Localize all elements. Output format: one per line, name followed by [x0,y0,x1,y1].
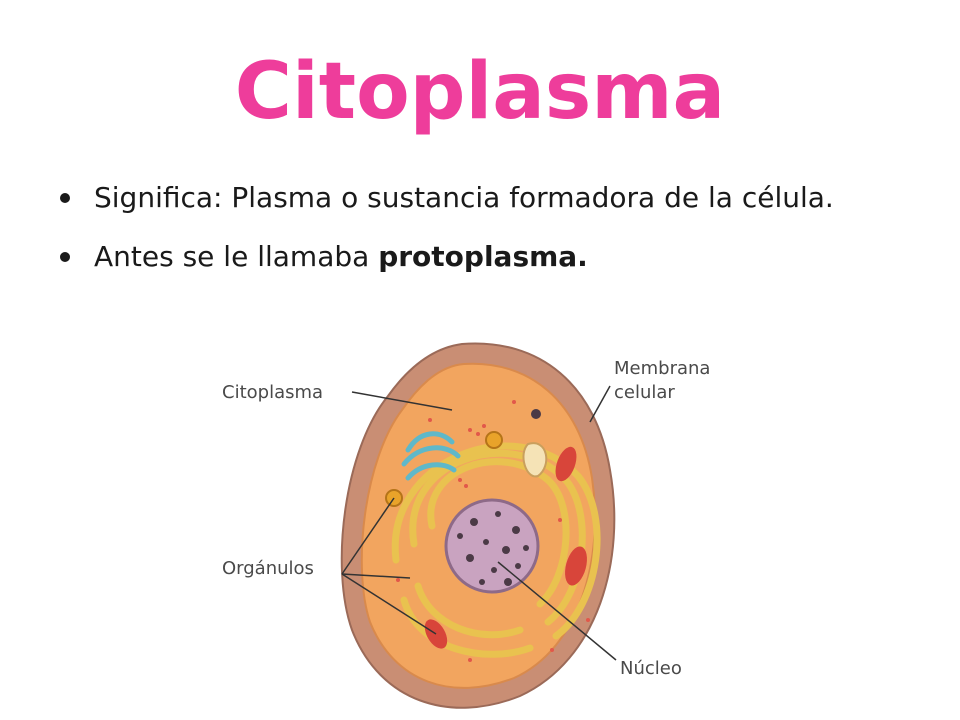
bullet-item-meaning: Significa: Plasma o sustancia formadora … [58,178,918,217]
label-membrana-line2: celular [614,382,675,403]
label-membrana-line1: Membrana [614,358,710,379]
mitochondrion-icon [565,546,587,586]
vesicle-icon [531,409,541,419]
vacuole-icon [522,442,548,478]
bullet-list: Significa: Plasma o sustancia formadora … [58,178,918,296]
bullet-text: Significa: Plasma o sustancia formadora … [94,181,834,214]
bullet-text-bold: protoplasma. [378,240,588,273]
label-citoplasma: Citoplasma [222,382,323,403]
nucleus-shape [444,498,540,594]
ribosome-dots-icon [396,400,590,662]
bullet-item-former-name: Antes se le llamaba protoplasma. [58,237,918,276]
lysosome-icon [485,431,503,449]
bullet-text-before: Antes se le llamaba [94,240,379,273]
golgi-apparatus-icon [401,431,461,481]
label-organulos: Orgánulos [222,558,314,579]
chromatin-icon [457,511,529,586]
bullet-dot-icon [60,252,70,262]
bullet-dot-icon [60,193,70,203]
cell-diagram: Citoplasma Membrana celular Orgánulos Nú… [222,342,710,709]
label-pointer-lines [341,385,617,661]
slide-title: Citoplasma [234,47,726,137]
label-nucleo: Núcleo [620,658,682,679]
mitochondrion-icon [555,446,577,482]
